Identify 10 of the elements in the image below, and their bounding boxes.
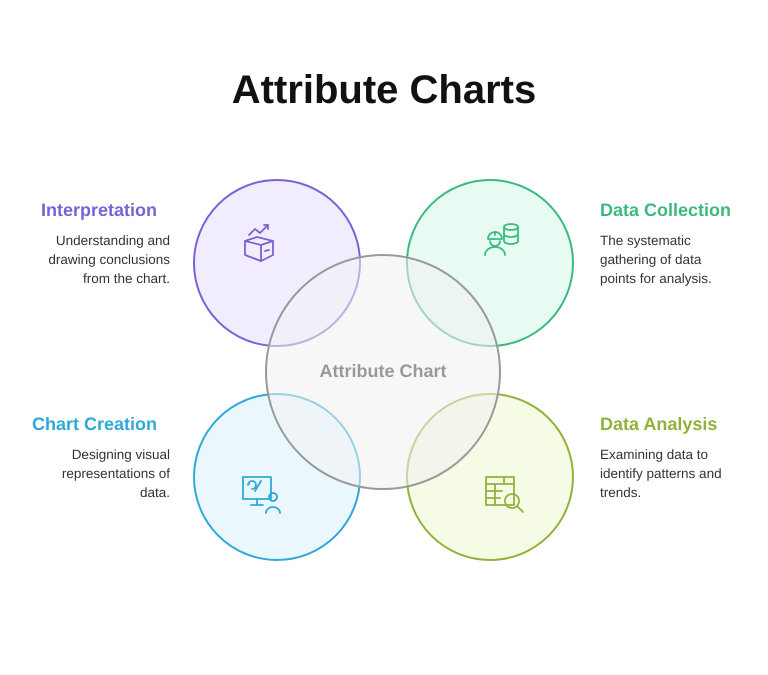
description-text: The systematic gathering of data points for analysis. bbox=[600, 232, 713, 288]
section-heading: Data Collection bbox=[600, 200, 732, 221]
section-heading: Data Analysis bbox=[600, 414, 718, 435]
description-text: Designing visual representations of data. bbox=[60, 446, 170, 502]
section-heading: Interpretation bbox=[40, 200, 157, 221]
center-label: Attribute Chart bbox=[318, 361, 448, 382]
title: Attribute Charts bbox=[230, 68, 538, 113]
description-text: Understanding and drawing conclusions from the chart. bbox=[47, 232, 170, 288]
description-text: Examining data to identify patterns and trends. bbox=[600, 446, 723, 502]
section-heading: Chart Creation bbox=[30, 414, 157, 435]
